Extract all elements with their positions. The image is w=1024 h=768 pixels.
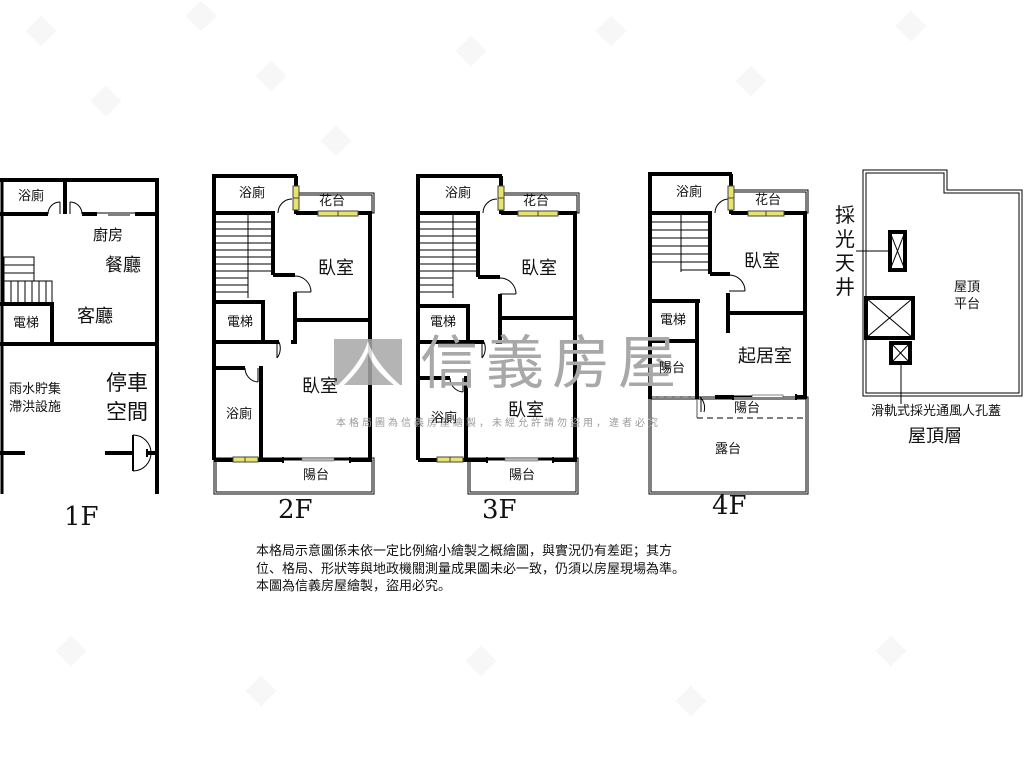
roof-terrace-label-2: 平台 [954,297,981,312]
floor-2f-windows [232,185,359,463]
floor-1f-plan [0,178,159,494]
4f-family-room-label: 起居室 [738,346,792,367]
floor-label-1f: 1F [64,502,99,532]
3f-bath-bottom-label: 浴廁 [431,411,458,426]
2f-bedroom-top-label: 臥室 [318,258,354,279]
1f-rain-storage-label-2: 滯洪設施 [9,400,62,415]
floor-label-4f: 4F [712,491,747,521]
brand-watermark-logo [334,339,402,385]
skylight-label: 採 光 天 井 [835,203,855,299]
2f-elevator-label: 電梯 [227,315,254,330]
2f-bath-top-label: 浴廁 [239,186,266,201]
2f-bath-bottom-label: 浴廁 [226,407,253,422]
3f-balcony-label: 陽台 [509,468,536,483]
3f-bedroom-bottom-label: 臥室 [508,400,544,421]
1f-rain-storage-label-1: 雨水貯集 [9,382,62,397]
roof-plan [856,169,1023,404]
1f-parking-label-1: 停車 [106,371,148,395]
4f-balcony-left-label: 陽台 [659,361,686,376]
4f-elevator-label: 電梯 [660,313,687,328]
1f-dining-label: 餐廳 [105,255,141,276]
1f-elevator-label: 電梯 [13,316,40,331]
3f-elevator-label: 電梯 [430,315,457,330]
3f-bath-top-label: 浴廁 [445,186,472,201]
roof-hatch-label: 滑軌式採光通風人孔蓋 [871,404,1002,419]
floor-4f-windows [727,185,785,217]
floor-label-roof: 屋頂層 [908,426,962,447]
roof-terrace-label-1: 屋頂 [954,280,981,295]
3f-planter-label: 花台 [523,194,550,209]
2f-bedroom-bottom-label: 臥室 [302,376,338,397]
1f-kitchen-label: 廚房 [93,226,124,244]
floor-label-3f: 3F [482,495,517,525]
2f-balcony-label: 陽台 [303,468,330,483]
disclaimer-line-3: 本圖為信義房屋繪製，盜用必究。 [256,579,452,594]
disclaimer-line-1: 本格局示意圖係未依一定比例縮小繪製之概繪圖，與實況仍有差距；其方 [256,544,673,559]
disclaimer-text: 本格局示意圖係未依一定比例縮小繪製之概繪圖，與實況仍有差距；其方 位、格局、形狀… [256,543,776,596]
watermark-brand: 信義房屋 [420,329,685,397]
watermark-notice: 本格局圖為信義房屋繪製，未經允許請勿盜用，違者必究 [336,418,661,429]
1f-living-label: 客廳 [77,306,113,327]
1f-parking-label-2: 空間 [106,400,148,424]
floor-3f-windows [436,185,559,463]
4f-bath-label: 浴廁 [676,185,703,200]
floor-3f-plan [416,174,580,495]
3f-bedroom-top-label: 臥室 [521,258,557,279]
4f-terrace-label: 露台 [715,442,742,457]
floor-label-2f: 2F [278,495,313,525]
4f-balcony-label: 陽台 [734,401,761,416]
4f-bedroom-label: 臥室 [744,251,780,272]
disclaimer-line-2: 位、格局、形狀等與地政機關測量成果圖未必一致，仍須以房屋現場為準。 [256,561,686,577]
2f-planter-label: 花台 [319,194,346,209]
4f-planter-label: 花台 [755,193,782,208]
floor-2f-plan [212,174,375,495]
1f-bath-label: 浴廁 [18,189,45,204]
